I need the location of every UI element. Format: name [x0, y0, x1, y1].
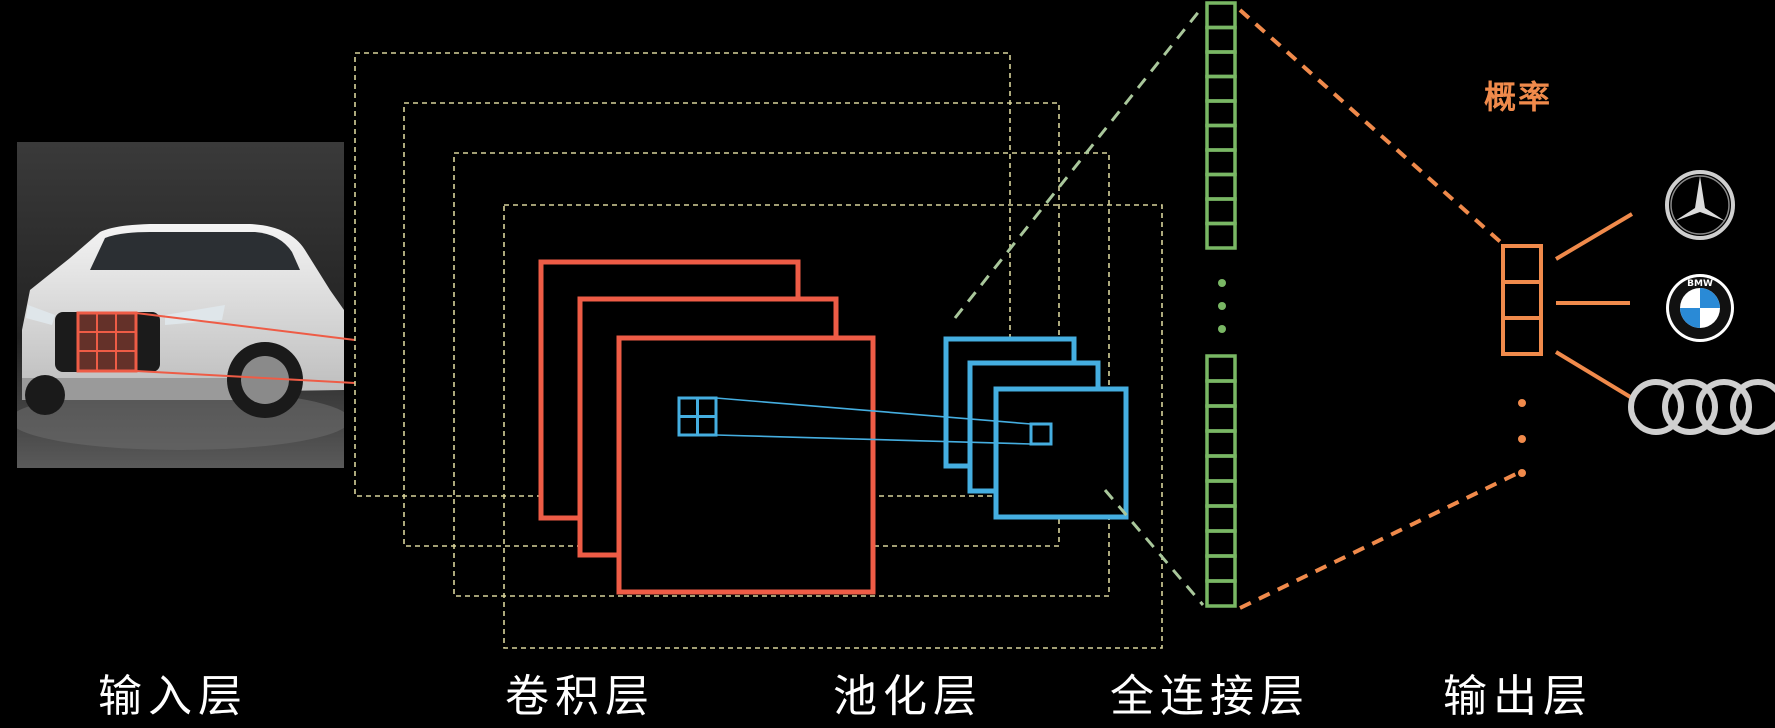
bmw-logo-text: BMW	[1687, 279, 1713, 289]
audi-logo	[1631, 382, 1775, 432]
fc-cell	[1207, 381, 1235, 406]
fc-layer-label: 全连接层	[1110, 660, 1310, 724]
fc-cell	[1207, 431, 1235, 456]
fc-cell	[1207, 456, 1235, 481]
fc-cell	[1207, 531, 1235, 556]
output-vector	[1503, 246, 1541, 354]
output-class-lines	[1556, 214, 1632, 398]
fc-ellipsis	[1218, 279, 1226, 333]
fc-cell	[1207, 506, 1235, 531]
fc-cell	[1207, 77, 1235, 102]
fc-cell	[1207, 150, 1235, 175]
fc-column-top	[1207, 3, 1235, 248]
input-image	[10, 142, 350, 468]
fc-cell	[1207, 556, 1235, 581]
fc-cell	[1207, 406, 1235, 431]
fc-cell	[1207, 28, 1235, 53]
conv-layer-label: 卷积层	[505, 660, 655, 724]
fc-cell	[1207, 199, 1235, 224]
fc-cell	[1207, 356, 1235, 381]
fc-cell	[1207, 175, 1235, 200]
fc-cell	[1207, 481, 1235, 506]
output-ellipsis	[1518, 399, 1526, 477]
fc-cell	[1207, 581, 1235, 606]
output-layer-label: 输出层	[1443, 660, 1593, 724]
mercedes-logo	[1667, 172, 1733, 238]
probability-label: 概率	[1484, 72, 1552, 118]
pool-feature-maps	[946, 339, 1126, 517]
bmw-logo: BMW	[1666, 274, 1734, 342]
fc-cell	[1207, 126, 1235, 151]
fc-column-bottom	[1207, 356, 1235, 606]
conv-feature-maps	[541, 262, 873, 592]
input-layer-label: 输入层	[98, 660, 248, 724]
fc-cell	[1207, 101, 1235, 126]
pool-layer-label: 池化层	[833, 660, 983, 724]
fc-cell	[1207, 224, 1235, 249]
fc-cell	[1207, 52, 1235, 77]
fc-cell	[1207, 3, 1235, 28]
output-connection-lines	[1240, 10, 1518, 608]
